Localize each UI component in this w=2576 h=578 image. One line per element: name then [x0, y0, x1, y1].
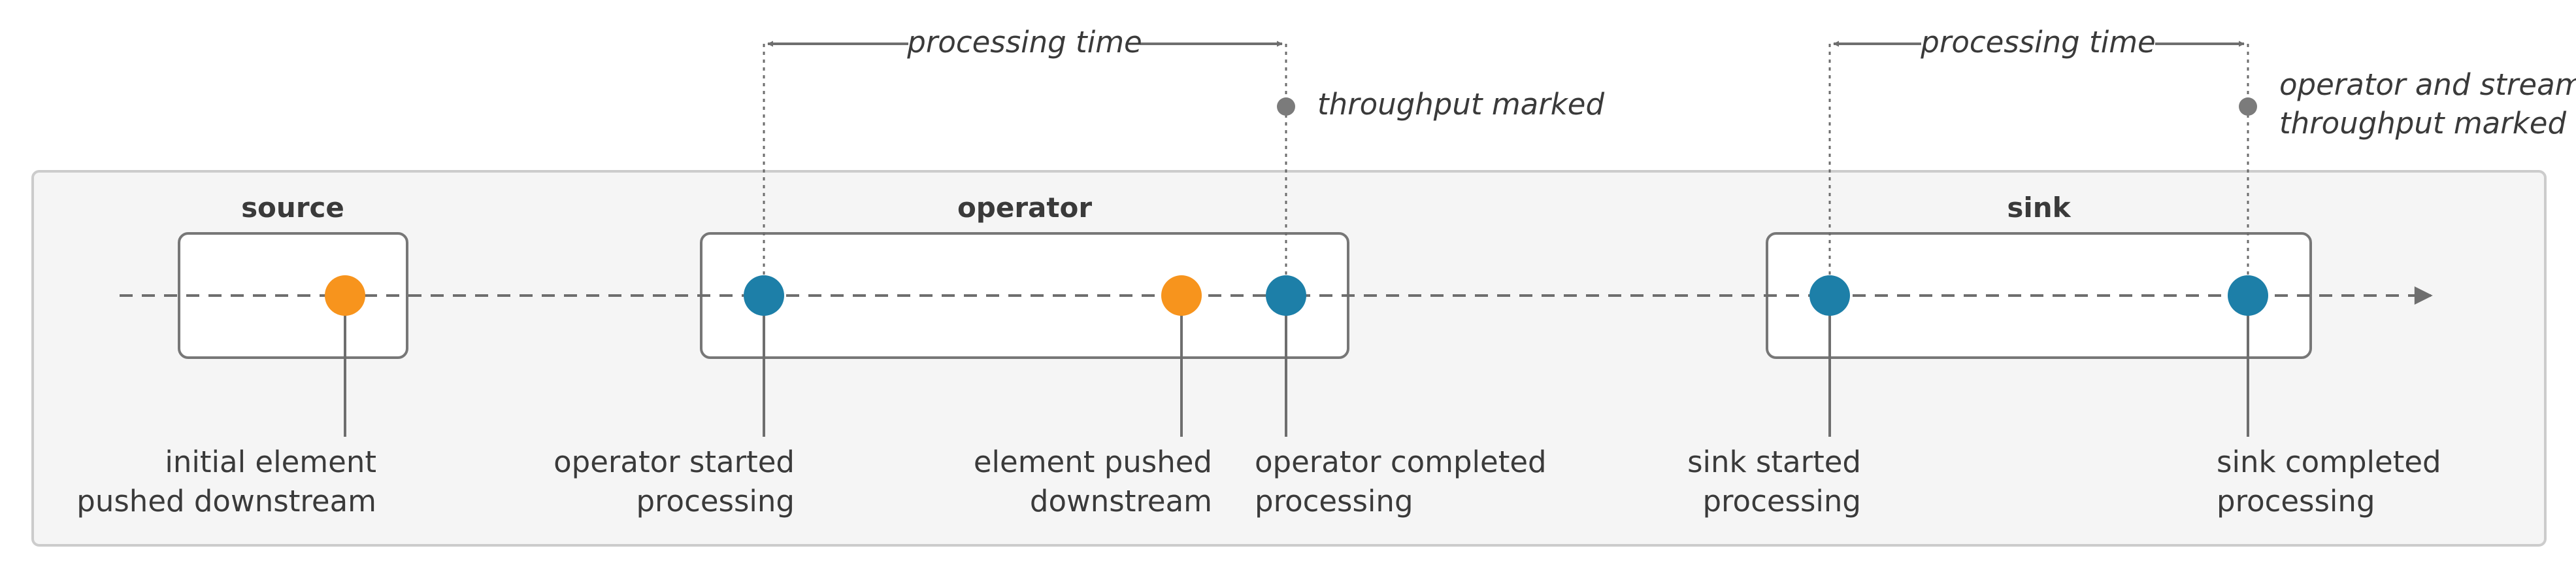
operator-throughput-label: throughput marked [1317, 87, 1604, 122]
operator-started-label-line1: operator started [553, 445, 795, 479]
operator-completed-dot [1266, 275, 1306, 316]
sink-started-label-line2: processing [1702, 484, 1861, 518]
operator-started-label-line2: processing [636, 484, 795, 518]
operator-throughput-marker [1277, 97, 1295, 116]
sink-completed-dot [2228, 275, 2268, 316]
sink-processing-time-label: processing time [1920, 25, 2155, 60]
sink-throughput-label-line1: operator and stream [2279, 67, 2576, 102]
sink-started-dot [1809, 275, 1850, 316]
operator-started-dot [744, 275, 784, 316]
sink-completed-label-line2: processing [2217, 484, 2375, 518]
initial-pushed-label-line1: initial element [165, 445, 376, 479]
sink-throughput-label-line2: throughput marked [2279, 106, 2566, 141]
initial-pushed-label-line2: pushed downstream [76, 484, 376, 518]
initial-pushed-dot [325, 275, 365, 316]
sink-throughput-marker [2239, 97, 2257, 116]
operator-title: operator [957, 192, 1092, 224]
source-title: source [241, 192, 344, 224]
operator-processing-time-label: processing time [906, 25, 1142, 60]
element-pushed-label-line1: element pushed [974, 445, 1212, 479]
source-box [178, 232, 408, 359]
element-pushed-label-line2: downstream [1030, 484, 1212, 518]
operator-completed-label-line1: operator completed [1255, 445, 1547, 479]
operator-completed-label-line2: processing [1255, 484, 1413, 518]
element-pushed-dot [1161, 275, 1202, 316]
sink-title: sink [2007, 192, 2071, 224]
sink-completed-label-line1: sink completed [2217, 445, 2441, 479]
sink-started-label-line1: sink started [1687, 445, 1861, 479]
